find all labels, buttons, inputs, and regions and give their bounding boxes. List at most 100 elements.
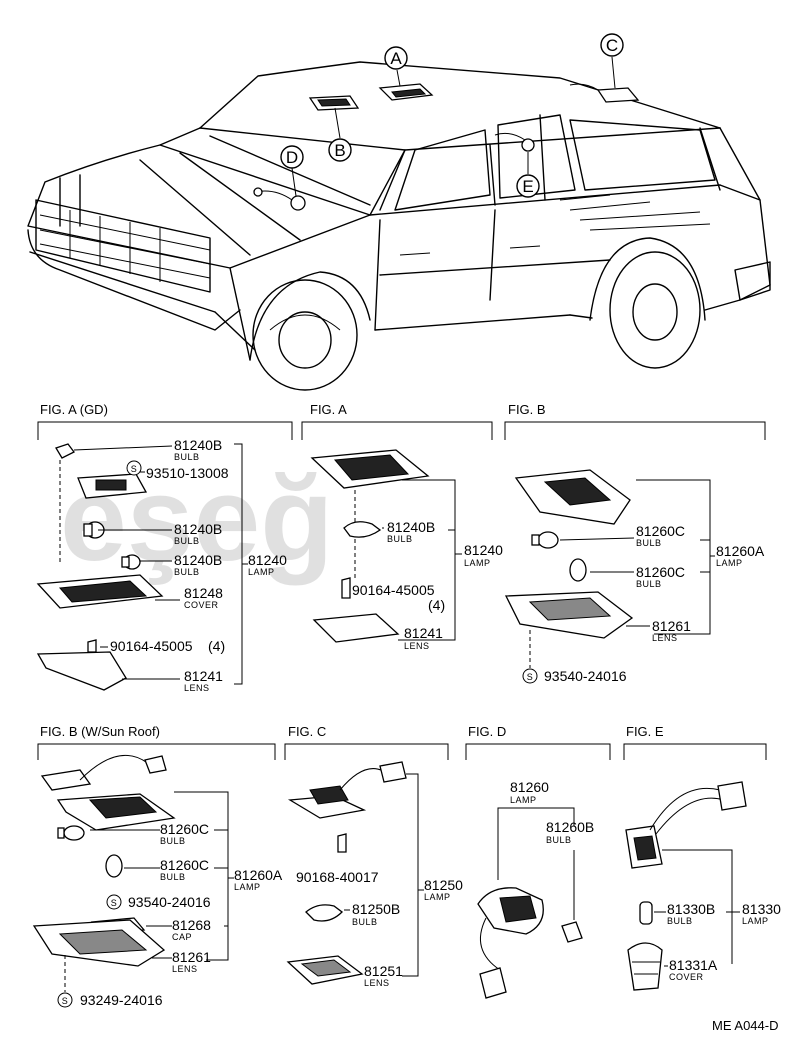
fig-d: FIG. D 81260 LAMP 81260B BULB — [465, 724, 611, 999]
label-81330: 81330 — [742, 901, 781, 917]
label-93540-24016: 93540-24016 — [128, 894, 211, 910]
svg-text:A: A — [390, 49, 402, 68]
label-81240: 81240 — [464, 542, 503, 558]
svg-text:BULB: BULB — [174, 567, 200, 577]
bulb2-shape — [569, 558, 587, 582]
svg-text:CAP: CAP — [172, 932, 192, 942]
svg-text:BULB: BULB — [174, 452, 200, 462]
bulb-shape — [305, 904, 343, 922]
svg-text:BULB: BULB — [546, 835, 572, 845]
label-93249-24016: 93249-24016 — [80, 992, 163, 1008]
label-81241: 81241 — [184, 668, 223, 684]
fig-b-sunroof-title: FIG. B (W/Sun Roof) — [40, 724, 160, 739]
label-81260b: 81260B — [546, 819, 594, 835]
lens-shape — [312, 613, 400, 643]
fig-a-title: FIG. A — [310, 402, 347, 417]
bulb2-shape — [105, 854, 123, 878]
cover-shape — [627, 942, 663, 991]
svg-text:(4): (4) — [208, 638, 225, 654]
car-illustration: A B C D E — [27, 33, 771, 391]
label-81260a: 81260A — [716, 543, 765, 559]
label-81240b: 81240B — [387, 519, 435, 535]
svg-text:COVER: COVER — [669, 972, 704, 982]
label-90164-45005: 90164-45005 — [352, 582, 435, 598]
svg-text:LENS: LENS — [172, 964, 198, 974]
label-93540-24016: 93540-24016 — [544, 668, 627, 684]
clip-shape — [337, 833, 347, 853]
svg-text:BULB: BULB — [160, 836, 186, 846]
label-81260c-2: 81260C — [160, 857, 209, 873]
lens-shape — [36, 651, 127, 691]
svg-text:BULB: BULB — [352, 917, 378, 927]
label-81260c-2: 81260C — [636, 564, 685, 580]
label-81248: 81248 — [184, 585, 223, 601]
fig-c-title: FIG. C — [288, 724, 326, 739]
svg-text:COVER: COVER — [184, 600, 219, 610]
fig-e: FIG. E 81330B BULB 81330 LAMP 81331A COV… — [623, 724, 781, 991]
svg-text:BULB: BULB — [667, 916, 693, 926]
svg-text:BULB: BULB — [160, 872, 186, 882]
watermark: eşeğ — [60, 452, 334, 586]
svg-text:LAMP: LAMP — [742, 916, 769, 926]
label-81260: 81260 — [510, 779, 549, 795]
svg-text:C: C — [606, 36, 618, 55]
svg-text:LAMP: LAMP — [234, 882, 261, 892]
svg-text:BULB: BULB — [636, 579, 662, 589]
clip-shape — [87, 639, 97, 653]
callout-a: A — [384, 46, 408, 70]
label-81241: 81241 — [404, 625, 443, 641]
label-81261: 81261 — [652, 618, 691, 634]
svg-text:BULB: BULB — [174, 536, 200, 546]
connector-shape — [717, 781, 747, 811]
label-81250: 81250 — [424, 877, 463, 893]
label-93510-13008: 93510-13008 — [146, 465, 229, 481]
svg-text:S: S — [111, 898, 118, 908]
connector-shape — [479, 967, 507, 999]
label-81261: 81261 — [172, 949, 211, 965]
bulb1-shape — [63, 825, 85, 841]
svg-text:LAMP: LAMP — [716, 558, 743, 568]
label-81240: 81240 — [248, 552, 287, 568]
connector-shape — [40, 769, 92, 791]
svg-text:(4): (4) — [428, 597, 445, 613]
svg-text:BULB: BULB — [636, 538, 662, 548]
svg-text:E: E — [522, 177, 533, 196]
fig-d-title: FIG. D — [468, 724, 506, 739]
fig-e-title: FIG. E — [626, 724, 664, 739]
svg-text:LAMP: LAMP — [248, 567, 275, 577]
bulb-top-shape — [55, 443, 75, 459]
label-81240b-low: 81240B — [174, 552, 222, 568]
svg-text:S: S — [62, 996, 69, 1006]
fig-a-gd-title: FIG. A (GD) — [40, 402, 108, 417]
svg-text:B: B — [334, 141, 345, 160]
fig-b-title: FIG. B — [508, 402, 546, 417]
svg-text:LAMP: LAMP — [464, 558, 491, 568]
svg-text:LENS: LENS — [364, 978, 390, 988]
label-81250b: 81250B — [352, 901, 400, 917]
svg-text:BULB: BULB — [387, 534, 413, 544]
fig-c: FIG. C 90168-40017 81250 LAMP 81250B BUL… — [284, 724, 463, 988]
label-81331a: 81331A — [669, 957, 718, 973]
svg-text:LAMP: LAMP — [510, 795, 537, 805]
callout-d: D — [280, 145, 304, 169]
clip-shape — [341, 577, 351, 599]
bulb-shape — [639, 901, 653, 925]
drawing-code: ME A044-D — [712, 1018, 778, 1033]
svg-text:S: S — [131, 464, 138, 474]
label-81240b-mid: 81240B — [174, 521, 222, 537]
fig-a-gd: FIG. A (GD) S 81240B BULB 93510-13008 81… — [36, 402, 293, 693]
svg-text:S: S — [527, 672, 534, 682]
fig-b-sunroof: FIG. B (W/Sun Roof) S S 81260C BULB 8126… — [32, 724, 283, 1008]
label-81330b: 81330B — [667, 901, 715, 917]
svg-text:LAMP: LAMP — [424, 892, 451, 902]
bulb-shape — [561, 921, 583, 943]
bulb1-shape — [537, 531, 559, 549]
svg-text:LENS: LENS — [404, 641, 430, 651]
label-90164-45005: 90164-45005 — [110, 638, 193, 654]
label-81260c-1: 81260C — [160, 821, 209, 837]
callout-b: B — [328, 138, 352, 162]
bulb-shape — [343, 521, 382, 538]
callout-e: E — [516, 174, 540, 198]
fig-b: FIG. B S 81260C BULB 81260C BULB 81260A … — [504, 402, 766, 684]
